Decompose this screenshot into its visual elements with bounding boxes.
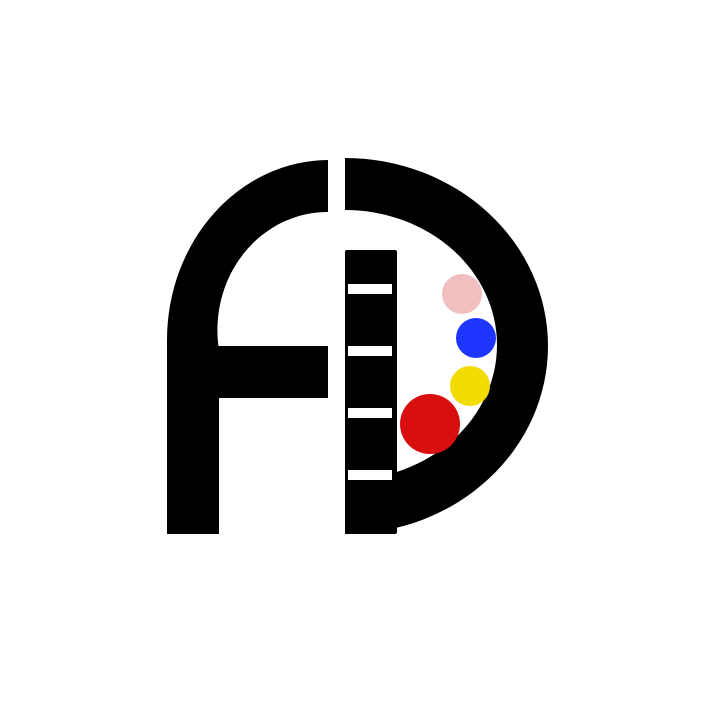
- pink-dot: [442, 274, 482, 314]
- yellow-dot: [450, 366, 490, 406]
- letter-f-arch: [167, 160, 328, 534]
- ruler-mark: [348, 408, 392, 418]
- red-dot: [400, 394, 460, 454]
- ruler-marks: [348, 284, 392, 480]
- ruler-mark: [348, 346, 392, 356]
- ruler-mark: [348, 284, 392, 294]
- blue-dot: [456, 318, 496, 358]
- letter-d-stem: [345, 250, 397, 534]
- ruler-mark: [348, 470, 392, 480]
- letter-d-bowl: [345, 158, 548, 534]
- letter-f-crossbar: [215, 346, 328, 398]
